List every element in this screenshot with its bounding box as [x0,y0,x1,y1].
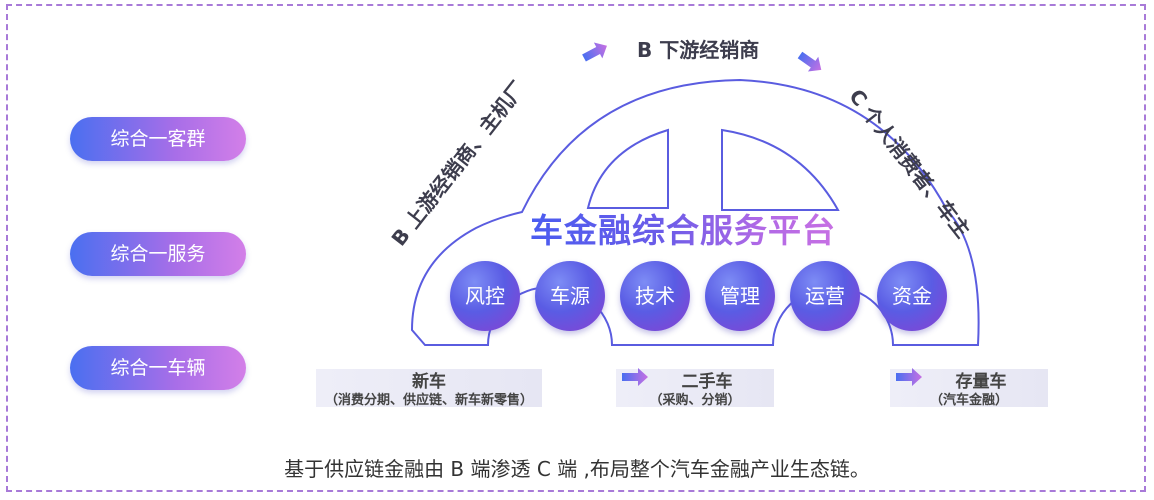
segment-used-car-sub: （采购、分销） [649,393,741,408]
segment-new-car-sub: （消费分期、供应链、新车新零售） [324,393,533,408]
pill-customer-group: 综合一客群 [70,117,246,161]
car-window-right [721,128,840,211]
service-car-source: 车源 [535,261,605,331]
service-management: 管理 [705,261,775,331]
arrow-right-icon [582,42,607,62]
pill-service: 综合一服务 [70,232,246,276]
service-capital: 资金 [877,261,947,331]
segment-used-car-name: 二手车 [681,372,733,392]
downstream-dealer-label: B 下游经销商 [637,38,760,62]
arrow-right-icon [622,368,648,386]
car-window-left [586,128,669,209]
arrow-right-icon [797,51,822,72]
platform-title: 车金融综合服务平台 [530,204,836,252]
segment-new-car-name: 新车 [412,372,446,392]
service-operations: 运营 [790,261,860,331]
segment-existing-car-name: 存量车 [955,372,1007,392]
footer-caption: 基于供应链金融由 B 端渗透 C 端 ,布局整个汽车金融产业生态链。 [284,457,870,481]
service-technology: 技术 [620,261,690,331]
band-new-car [316,369,542,407]
segment-existing-car-sub: （汽车金融） [929,393,1008,408]
service-risk-control: 风控 [450,261,520,331]
diagram-frame [6,4,1146,492]
pill-vehicle: 综合一车辆 [70,346,246,390]
arrow-right-icon [896,368,922,386]
